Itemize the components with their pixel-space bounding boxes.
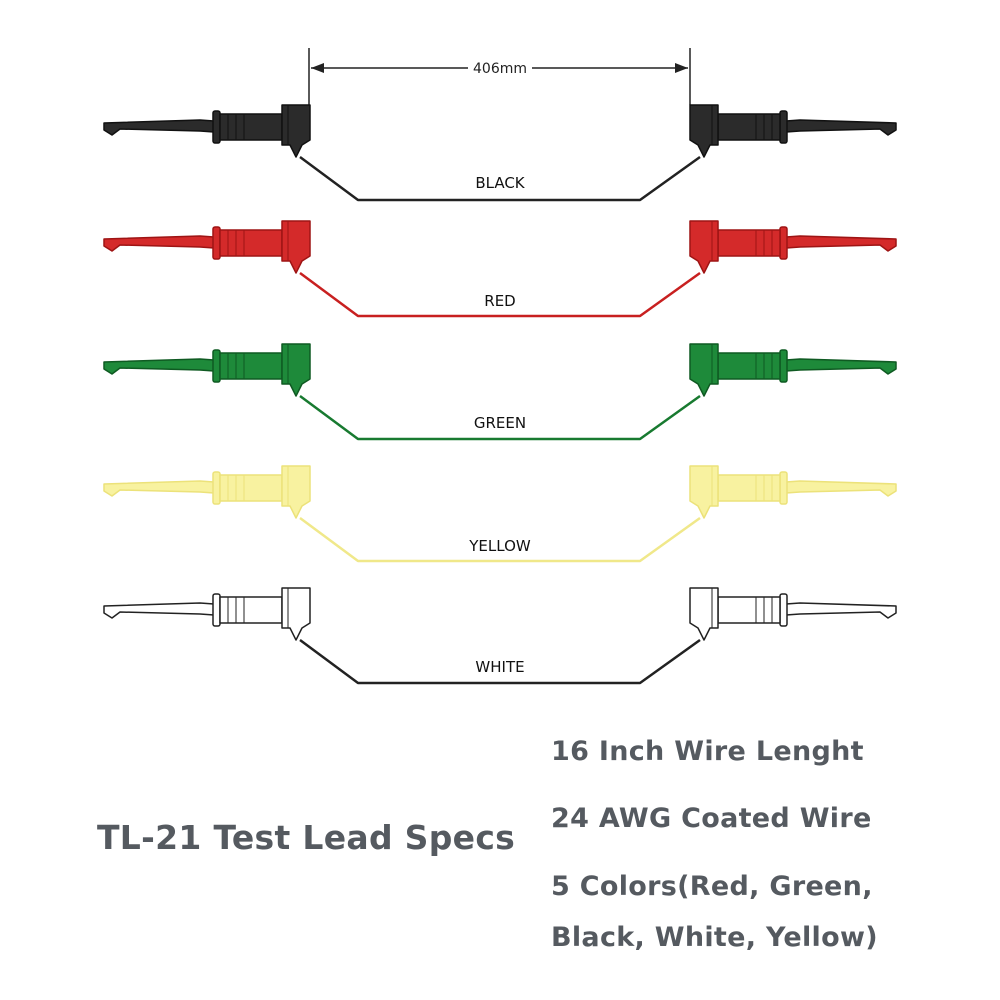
clip-hook xyxy=(785,602,897,619)
left-clip xyxy=(103,587,311,641)
lead-wire xyxy=(299,516,701,563)
spec-colors-line-2: Black, White, Yellow) xyxy=(551,922,878,953)
test-lead-diagram: 406mm BLACK RED GREEN YELLOW WHITE xyxy=(103,48,897,685)
clip-barrel xyxy=(717,596,781,624)
clip-boot xyxy=(281,104,311,158)
clip-hook xyxy=(103,119,215,136)
clip-barrel xyxy=(717,352,781,380)
dimension-label: 406mm xyxy=(473,61,527,77)
right-clip xyxy=(689,343,897,397)
left-clip xyxy=(103,343,311,397)
clip-boot xyxy=(281,343,311,397)
dimension-arrow-left xyxy=(311,63,324,73)
spec-title: TL-21 Test Lead Specs xyxy=(97,818,516,857)
clip-collar xyxy=(779,349,788,383)
right-clip xyxy=(689,465,897,519)
left-clip xyxy=(103,465,311,519)
clip-collar xyxy=(212,593,221,627)
lead-label: WHITE xyxy=(475,658,524,676)
clip-hook xyxy=(785,119,897,136)
clip-boot xyxy=(281,220,311,274)
clip-barrel xyxy=(219,229,283,257)
right-clip xyxy=(689,220,897,274)
lead-label: GREEN xyxy=(474,414,526,432)
clip-hook xyxy=(785,358,897,375)
clip-boot xyxy=(689,104,719,158)
left-clip xyxy=(103,220,311,274)
lead-label: BLACK xyxy=(475,174,525,192)
test-lead-red: RED xyxy=(103,220,897,318)
spec-colors-line-1: 5 Colors(Red, Green, xyxy=(551,871,873,902)
clip-hook xyxy=(103,480,215,497)
clip-collar xyxy=(212,226,221,260)
lead-wire xyxy=(299,638,701,685)
test-lead-white: WHITE xyxy=(103,587,897,685)
clip-collar xyxy=(779,593,788,627)
lead-wire xyxy=(299,394,701,441)
clip-hook xyxy=(785,235,897,252)
clip-hook xyxy=(785,480,897,497)
clip-barrel xyxy=(717,229,781,257)
lead-wire xyxy=(299,271,701,318)
lead-label: RED xyxy=(484,292,515,310)
clip-hook xyxy=(103,358,215,375)
clip-boot xyxy=(281,587,311,641)
test-lead-yellow: YELLOW xyxy=(103,465,897,563)
clip-boot xyxy=(281,465,311,519)
clip-collar xyxy=(779,226,788,260)
clip-boot xyxy=(689,465,719,519)
clip-collar xyxy=(212,471,221,505)
leads-layer: BLACK RED GREEN YELLOW WHITE xyxy=(103,104,897,685)
clip-boot xyxy=(689,220,719,274)
clip-barrel xyxy=(219,474,283,502)
spec-wire-gauge: 24 AWG Coated Wire xyxy=(551,803,872,834)
left-clip xyxy=(103,104,311,158)
clip-barrel xyxy=(717,113,781,141)
clip-collar xyxy=(779,471,788,505)
clip-boot xyxy=(689,587,719,641)
clip-hook xyxy=(103,235,215,252)
clip-barrel xyxy=(219,352,283,380)
clip-barrel xyxy=(219,596,283,624)
lead-label: YELLOW xyxy=(468,537,531,555)
right-clip xyxy=(689,587,897,641)
clip-barrel xyxy=(717,474,781,502)
clip-barrel xyxy=(219,113,283,141)
lead-wire xyxy=(299,155,701,202)
test-lead-black: BLACK xyxy=(103,104,897,202)
clip-boot xyxy=(689,343,719,397)
dimension-indicator: 406mm xyxy=(308,48,691,105)
right-clip xyxy=(689,104,897,158)
clip-collar xyxy=(779,110,788,144)
test-lead-green: GREEN xyxy=(103,343,897,441)
clip-collar xyxy=(212,349,221,383)
clip-collar xyxy=(212,110,221,144)
dimension-arrow-right xyxy=(675,63,688,73)
clip-hook xyxy=(103,602,215,619)
spec-wire-length: 16 Inch Wire Lenght xyxy=(551,736,864,767)
